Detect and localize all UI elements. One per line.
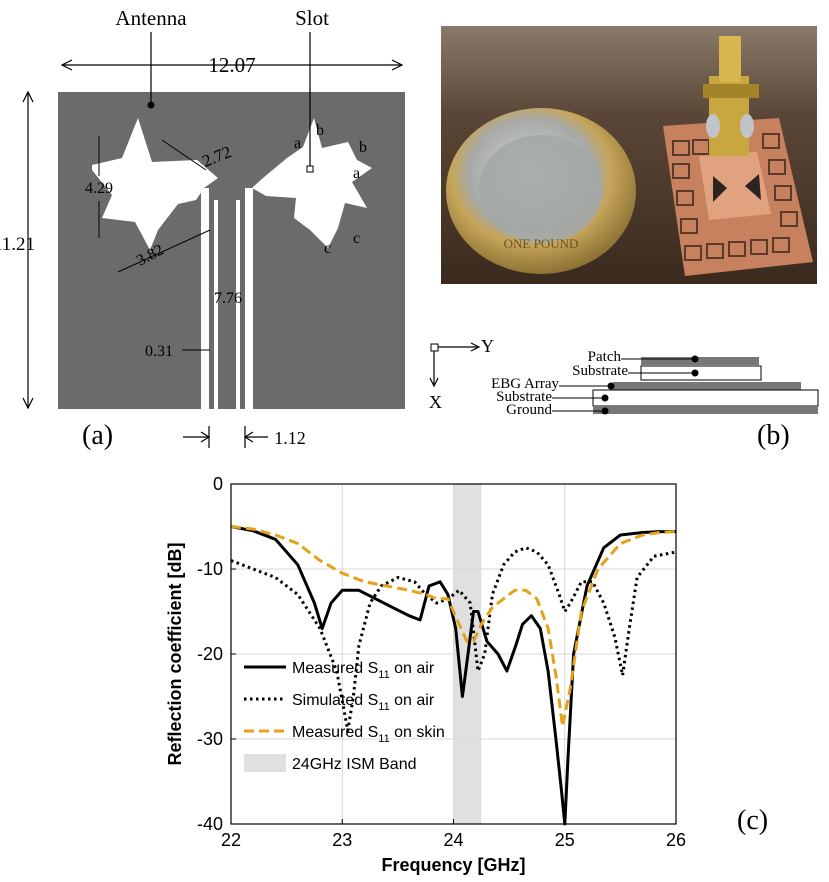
axis-origin [430, 343, 439, 352]
x-tick-label: 24 [443, 830, 463, 850]
feed-slot-right [245, 188, 253, 409]
x-tick-label: 23 [332, 830, 352, 850]
slot-label: Slot [295, 6, 329, 30]
layer-label-ground: Ground [506, 402, 552, 418]
feed-width-dimension [183, 426, 268, 448]
slot-pointer-mark [306, 165, 314, 173]
layer-label-substrate-bottom: Substrate [496, 389, 552, 405]
label-a-left: a [294, 135, 301, 152]
y-axis-label: Reflection coefficient [dB] [165, 542, 185, 765]
series-line-2 [230, 525, 677, 728]
feed-gap-left [214, 200, 218, 409]
series-line-1 [230, 546, 677, 732]
antenna-diagram: 12.07 11.21 Antenna Slot 2.72 4.29 3.82 … [0, 6, 405, 448]
height-dimension [22, 90, 34, 410]
height-label: 11.21 [0, 234, 35, 255]
pcb-patch [699, 152, 771, 220]
right-star-slot [252, 118, 372, 248]
x-tick-label: 25 [555, 830, 575, 850]
layer-label-ebg: EBG Array [491, 376, 559, 392]
layer-label-substrate-top: Substrate [572, 363, 628, 379]
axis-x-label: X [429, 392, 442, 412]
layer-substrate-bottom [592, 389, 819, 407]
y-tick-label: 0 [213, 474, 223, 494]
legend-entry-0: Measured S11 on air [292, 660, 435, 681]
legend-entry-2: Measured S11 on skin [292, 724, 445, 745]
width-label: 12.07 [208, 53, 255, 77]
x-tick-label: 26 [666, 830, 686, 850]
panel-label-c: (c) [737, 805, 769, 836]
dim-star-height: 4.29 [85, 180, 113, 197]
label-b-right: b [359, 139, 367, 156]
label-b-top: b [316, 122, 324, 139]
legend-swatch-band [244, 754, 286, 772]
antenna-pointer-dot [147, 101, 155, 109]
legend-entry-band: 24GHz ISM Band [292, 756, 417, 773]
feed-slot-left [201, 188, 209, 409]
legend-entry-1: Simulated S11 on air [292, 692, 435, 713]
y-tick-label: -20 [197, 644, 223, 664]
panel-label-b: (b) [757, 420, 790, 451]
dim-feed-width: 1.12 [274, 428, 306, 448]
panel-label-a: (a) [82, 420, 114, 451]
dim-gap: 0.31 [145, 343, 173, 360]
layer-patch [641, 357, 759, 365]
coin-text: ONE POUND [504, 236, 579, 251]
label-c-right: c [353, 230, 360, 247]
series-line-0 [230, 525, 676, 826]
layer-ground [593, 406, 818, 414]
x-tick-label: 22 [221, 830, 241, 850]
y-tick-label: -40 [197, 814, 223, 834]
y-tick-label: -10 [197, 559, 223, 579]
layer-ebg-array [613, 382, 801, 390]
feed-gap-right [236, 200, 240, 409]
device-photo: ONE POUND [441, 26, 817, 284]
layer-stack-diagram: Y X Patch Substrate EBG Array Substrate … [429, 336, 819, 418]
y-tick-label: -30 [197, 729, 223, 749]
left-star-slot [92, 118, 218, 250]
width-dimension [60, 59, 404, 71]
layer-label-patch: Patch [588, 349, 622, 365]
label-c-bottom: c [324, 240, 331, 257]
x-axis-label: Frequency [GHz] [381, 855, 525, 875]
label-a-right: a [353, 165, 360, 182]
antenna-label: Antenna [115, 6, 187, 30]
axis-y-label: Y [481, 336, 494, 356]
dim-feed-length: 7.76 [214, 290, 242, 307]
